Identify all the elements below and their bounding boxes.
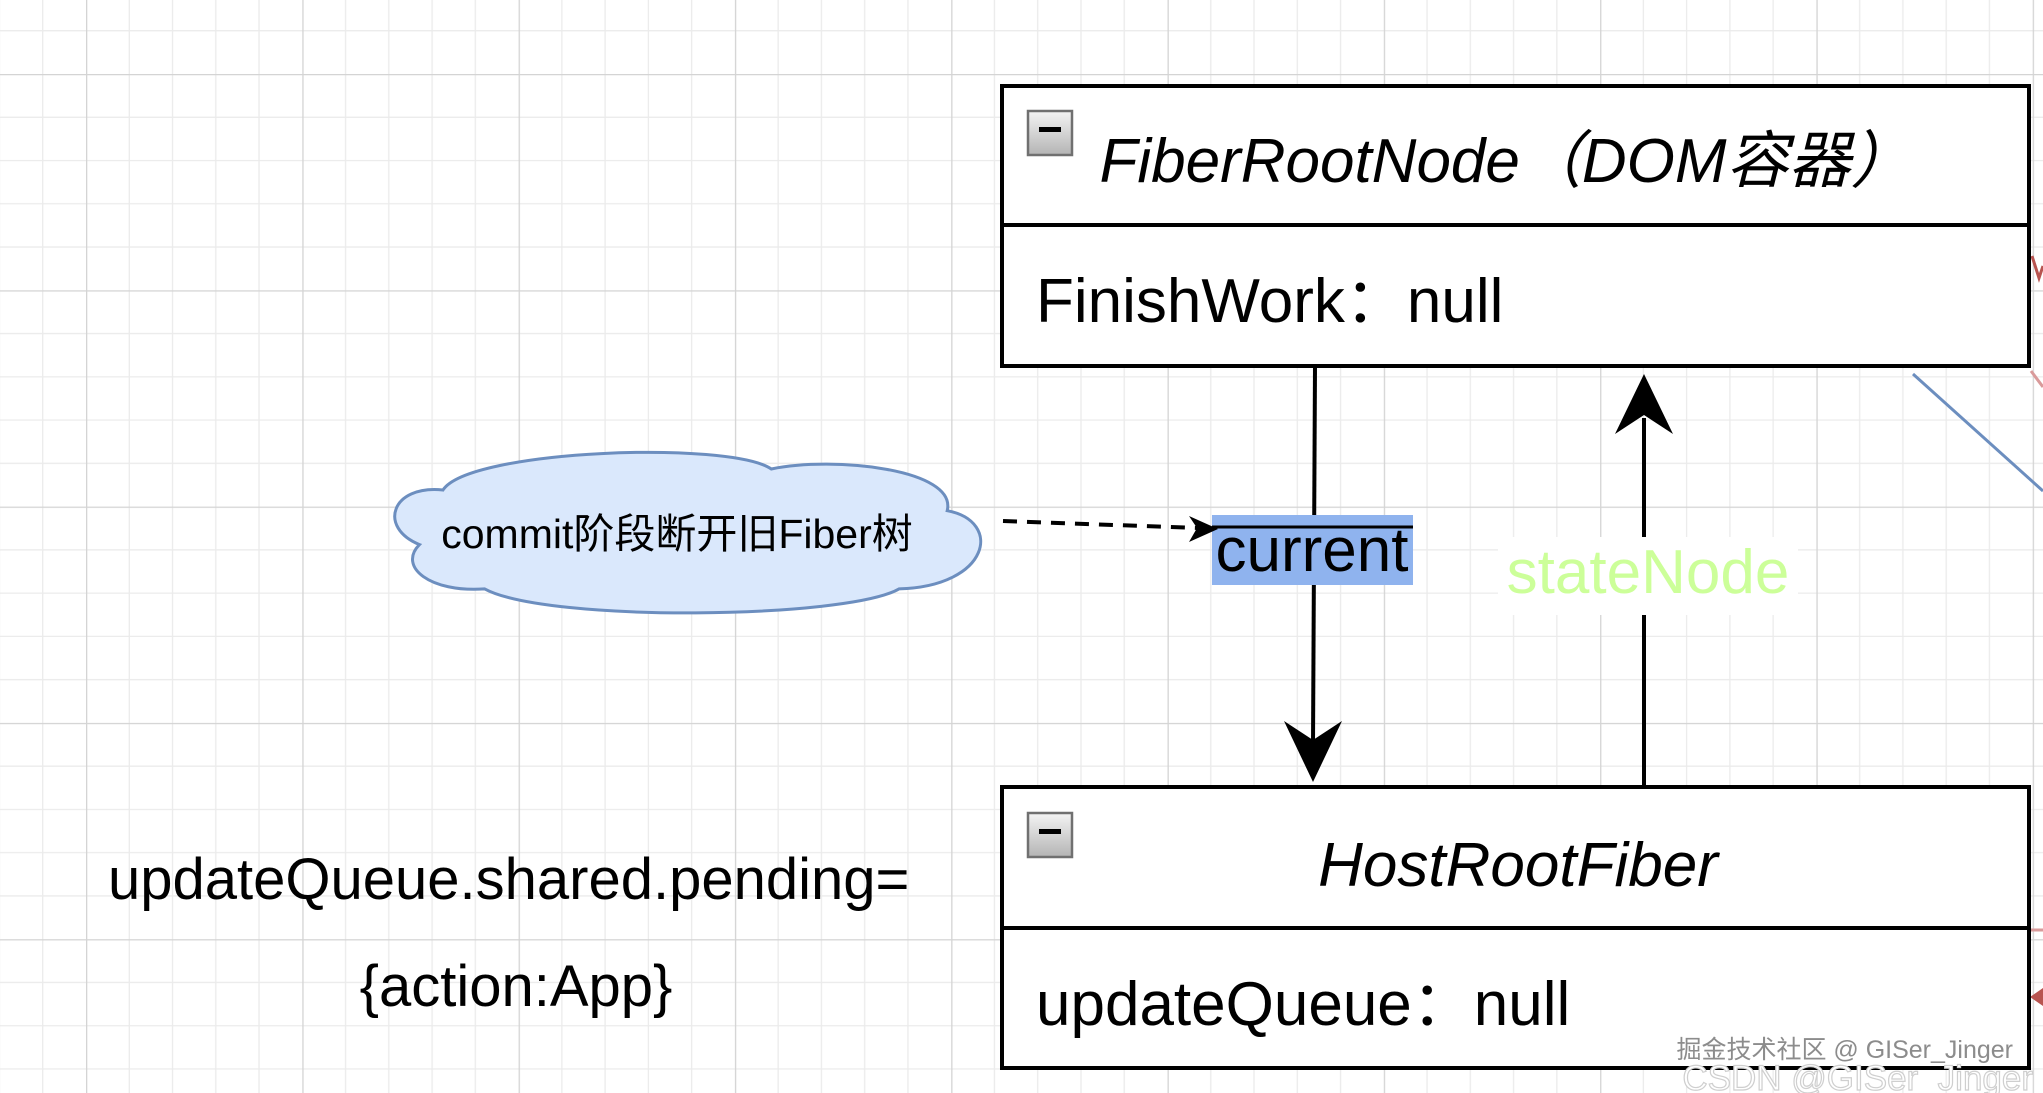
offscreen-edge-arrowhead-top bbox=[2030, 255, 2043, 283]
offscreen-edge-arrowhead-bottom bbox=[2030, 988, 2043, 1006]
host-root-fiber-title: HostRootFiber bbox=[1318, 831, 1720, 900]
fiber-root-node-field: FinishWork：null bbox=[1036, 267, 1503, 336]
watermark-secondary: CSDN @GISer_Jinger bbox=[1682, 1059, 2033, 1093]
host-root-fiber-collapse-toggle[interactable] bbox=[1026, 811, 1074, 859]
fiber-root-node[interactable]: FiberRootNode（DOM容器） FinishWork：null bbox=[1000, 84, 2031, 368]
state-node-edge-arrowhead bbox=[1615, 374, 1673, 434]
cloud-to-current-edge-arrowhead bbox=[1189, 516, 1218, 542]
offscreen-edge-blue[interactable] bbox=[1911, 372, 2043, 493]
state-node-edge[interactable]: stateNode bbox=[1498, 374, 1798, 786]
note-line-1: updateQueue.shared.pending= bbox=[108, 847, 909, 912]
watermark-primary: 掘金技术社区 @ GISer_Jinger bbox=[1676, 1036, 2013, 1064]
cloud-text: commit阶段断开旧Fiber树 bbox=[441, 511, 913, 557]
minus-icon bbox=[1039, 127, 1061, 132]
current-edge-arrowhead bbox=[1284, 721, 1342, 782]
host-root-fiber[interactable]: HostRootFiber updateQueue：null bbox=[1000, 785, 2031, 1070]
cloud-to-current-edge[interactable] bbox=[1002, 516, 1218, 542]
note-line-2: {action:App} bbox=[360, 954, 673, 1019]
state-node-edge-label-background bbox=[1498, 537, 1798, 615]
current-edge[interactable]: current bbox=[1212, 365, 1413, 782]
collapse-box[interactable] bbox=[1026, 811, 1074, 859]
minus-icon bbox=[1039, 829, 1061, 834]
update-queue-note[interactable]: updateQueue.shared.pending= {action:App} bbox=[108, 847, 909, 1019]
cloud-shape[interactable] bbox=[393, 450, 983, 615]
collapse-box[interactable] bbox=[1026, 109, 1074, 157]
cloud-to-current-edge-line[interactable] bbox=[1002, 519, 1199, 530]
commit-cloud[interactable]: commit阶段断开旧Fiber树 bbox=[393, 450, 983, 615]
host-root-fiber-field: updateQueue：null bbox=[1036, 970, 1570, 1039]
fiber-root-node-collapse-toggle[interactable] bbox=[1026, 109, 1074, 157]
state-node-edge-label: stateNode bbox=[1507, 538, 1790, 607]
offscreen-edges bbox=[1911, 255, 2043, 1006]
current-edge-label: current bbox=[1216, 516, 1409, 585]
offscreen-edge-pink-top[interactable] bbox=[2029, 370, 2043, 388]
fiber-root-node-title: FiberRootNode（DOM容器） bbox=[1099, 127, 1912, 196]
